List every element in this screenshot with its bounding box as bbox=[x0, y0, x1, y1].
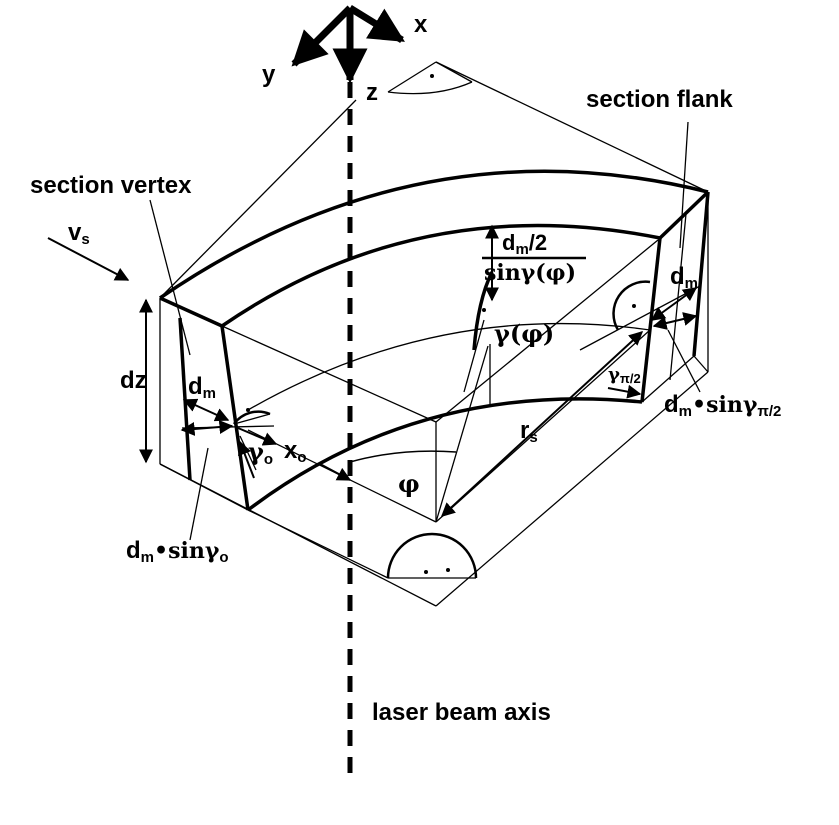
dm-sin-go-pointer bbox=[189, 447, 209, 541]
dm-right-label: dm bbox=[670, 263, 698, 292]
frac-denominator: sinγ(φ) bbox=[484, 260, 576, 286]
vertex-pointer-line bbox=[149, 199, 191, 356]
dm-left-label: dm bbox=[188, 373, 216, 402]
left-right-angle-base bbox=[233, 413, 271, 425]
inner-radius-line bbox=[435, 345, 489, 523]
coordinate-axes bbox=[291, 5, 405, 84]
inner-construction-arc bbox=[247, 323, 651, 411]
gamma-phi-label: γ(φ) bbox=[494, 319, 554, 348]
bottom-right-angle-marker bbox=[386, 532, 478, 579]
dm-right-arrow-2 bbox=[652, 312, 698, 330]
section-body bbox=[159, 169, 710, 512]
vertex-edge-to-apex bbox=[159, 99, 357, 299]
left-top-to-center bbox=[221, 325, 437, 423]
laser-beam-axis-label: laser beam axis bbox=[372, 699, 551, 726]
apex-dot bbox=[430, 74, 434, 78]
x-axis-label: x bbox=[414, 11, 428, 38]
phi-angle-arc bbox=[349, 450, 457, 463]
left-dot bbox=[246, 408, 250, 412]
phi-arrow bbox=[319, 463, 352, 481]
inner-top-arc bbox=[221, 223, 661, 328]
y-axis-label: y bbox=[262, 61, 276, 88]
right-right-angle-marker bbox=[612, 280, 651, 331]
right-back-vertical bbox=[692, 191, 710, 357]
right-front-vertical bbox=[640, 237, 662, 403]
left-vertex-front-edge bbox=[220, 325, 250, 511]
right-angle-markers bbox=[232, 280, 651, 579]
gamma-pi2-label: γπ/2 bbox=[608, 364, 641, 386]
r-s-arrow bbox=[440, 331, 644, 517]
y-axis-arrow bbox=[291, 5, 353, 67]
gamma-pi2-arrow bbox=[607, 384, 642, 399]
dm-sin-gamma-o-label: dm•sinγo bbox=[126, 537, 229, 566]
right-bottom-edge bbox=[641, 355, 695, 403]
left-top-edge bbox=[159, 296, 223, 328]
z-axis-label: z bbox=[366, 79, 378, 106]
dz-label: dz bbox=[120, 367, 147, 394]
apex-angle-arc bbox=[387, 81, 473, 95]
xo-arrow-in bbox=[237, 427, 278, 446]
mid-dot bbox=[482, 308, 486, 312]
left-bottom-edge bbox=[159, 463, 249, 511]
r-s-label: rs bbox=[520, 417, 538, 446]
dm-left-arrow-2 bbox=[180, 420, 234, 436]
left-inner-base-line bbox=[247, 509, 389, 579]
angle-dots bbox=[246, 74, 636, 574]
x-axis-arrow bbox=[348, 5, 405, 43]
vs-label: vs bbox=[68, 219, 90, 248]
x-o-label: xo bbox=[284, 437, 307, 466]
construction-lines bbox=[149, 61, 709, 607]
bottom-dot-2 bbox=[446, 568, 450, 572]
gamma-o-arc-arrow bbox=[238, 440, 255, 479]
gamma-o-label: γo bbox=[248, 437, 273, 468]
apex-angle-line bbox=[387, 61, 437, 93]
dm-left-arrow bbox=[182, 398, 230, 422]
dimension-arrows bbox=[47, 224, 698, 517]
phi-label: φ bbox=[398, 469, 420, 498]
dm-right-arrow bbox=[650, 287, 698, 321]
vs-arrow bbox=[47, 237, 130, 281]
outer-top-arc bbox=[159, 169, 709, 300]
dm-sin-gamma-pi2-label: dm•sinγπ/2 bbox=[664, 391, 781, 420]
section-vertex-label: section vertex bbox=[30, 172, 192, 199]
frac-numerator: dm/2 bbox=[502, 230, 547, 258]
apex-angle-line2 bbox=[435, 61, 473, 83]
right-dot bbox=[632, 304, 636, 308]
flank-thick-edge bbox=[693, 355, 709, 373]
left-right-angle-marker bbox=[232, 410, 271, 425]
right-top-edge bbox=[658, 190, 710, 240]
section-flank-label: section flank bbox=[586, 86, 733, 113]
flank-edge-to-apex bbox=[435, 61, 709, 193]
bottom-dot-1 bbox=[424, 570, 428, 574]
dm-bar-right-1 bbox=[579, 285, 701, 351]
